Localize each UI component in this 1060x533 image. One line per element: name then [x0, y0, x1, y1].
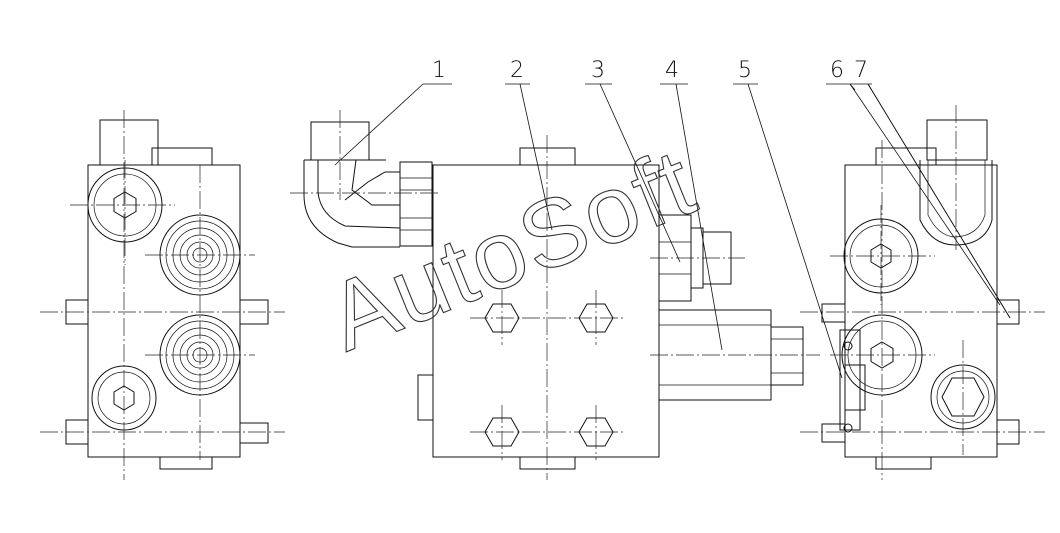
- callout-5: 5: [733, 58, 843, 379]
- left-view: [40, 110, 285, 480]
- svg-text:5: 5: [738, 58, 752, 83]
- callout-4: 4: [660, 58, 723, 351]
- svg-text:1: 1: [432, 58, 446, 83]
- svg-text:6: 6: [830, 58, 844, 83]
- callouts: 1 2 3 4 5 6 7: [334, 58, 1011, 379]
- svg-text:7: 7: [854, 58, 868, 83]
- svg-text:4: 4: [665, 58, 679, 83]
- right-view: [800, 105, 1045, 480]
- center-view: [290, 110, 820, 480]
- callout-3: 3: [585, 58, 681, 263]
- callout-2: 2: [505, 58, 553, 231]
- svg-text:3: 3: [591, 58, 605, 83]
- callout-6-7: 6 7: [826, 58, 1011, 319]
- svg-text:2: 2: [510, 58, 524, 83]
- callout-1: 1: [334, 58, 452, 166]
